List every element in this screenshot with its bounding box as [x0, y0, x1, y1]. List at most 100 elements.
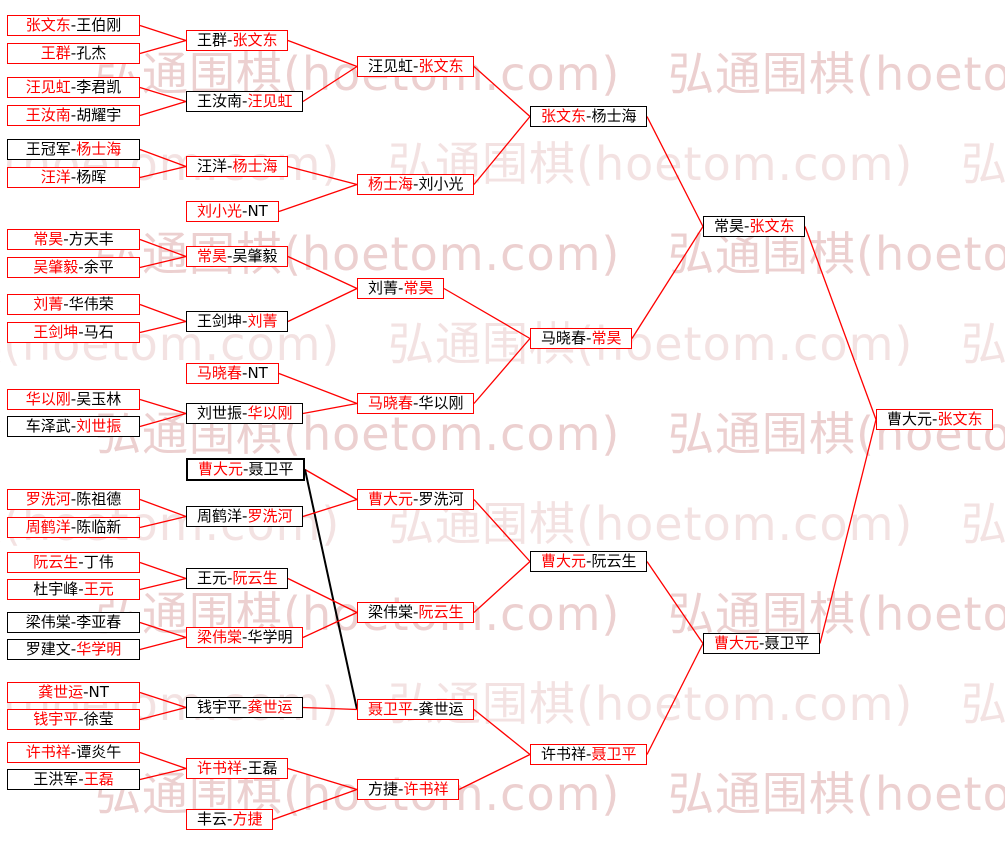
match-box: 常昊-张文东	[703, 216, 806, 237]
player1-name: 梁伟棠	[197, 628, 243, 646]
connector-line	[819, 419, 877, 644]
dash-separator: -	[242, 364, 248, 382]
player1-name: 曹大元	[198, 460, 244, 478]
match-box: 龚世运-NT	[7, 682, 140, 703]
player2-name: 龚世运	[418, 700, 464, 718]
connector-line	[139, 24, 187, 42]
match-box: 常昊-方天丰	[7, 229, 140, 250]
connector-line	[139, 165, 187, 179]
dash-separator: -	[70, 16, 77, 34]
player1-name: 曹大元	[368, 490, 414, 508]
player1-name: 马晓春	[197, 364, 243, 382]
connector-line	[473, 499, 531, 562]
player2-name: 王元	[83, 580, 114, 598]
player2-name: 吴玉林	[76, 390, 122, 408]
match-box: 王元-阮云生	[186, 568, 289, 589]
player1-name: 王洪军	[33, 770, 79, 788]
connector-line	[473, 66, 531, 117]
dash-separator: -	[242, 628, 248, 646]
player2-name: 聂卫平	[248, 460, 294, 478]
dash-separator: -	[398, 279, 404, 297]
player1-name: 聂卫平	[368, 700, 414, 718]
dash-separator: -	[586, 745, 592, 763]
dash-separator: -	[242, 698, 248, 716]
connector-line	[287, 165, 358, 186]
dash-separator: -	[759, 634, 765, 652]
player2-name: 王伯刚	[76, 16, 122, 34]
dash-separator: -	[413, 175, 419, 193]
dash-separator: -	[70, 640, 77, 658]
dash-separator: -	[242, 404, 248, 422]
dash-separator: -	[70, 44, 77, 62]
connector-line	[473, 338, 531, 404]
connector-line	[287, 577, 358, 614]
connector-line	[139, 320, 187, 334]
player2-name: 阮云生	[591, 552, 637, 570]
dash-separator: -	[227, 810, 233, 828]
match-box: 王剑坤-马石	[7, 322, 140, 343]
player1-name: 常昊	[197, 247, 228, 265]
connector-line	[139, 412, 187, 428]
player2-name: 陈祖德	[76, 490, 122, 508]
player2-name: NT	[88, 683, 109, 701]
player1-name: 王元	[197, 569, 228, 587]
player2-name: 罗洗河	[418, 490, 464, 508]
player2-name: 张文东	[937, 410, 983, 428]
match-box: 周鹤洋-罗洗河	[186, 506, 304, 527]
connector-line	[278, 183, 358, 213]
connector-line	[473, 561, 531, 613]
dash-separator: -	[242, 312, 248, 330]
player2-name: 王磊	[83, 770, 114, 788]
player2-name: 杨晖	[76, 168, 107, 186]
player2-name: 丁伟	[83, 553, 114, 571]
dash-separator: -	[70, 518, 77, 536]
player2-name: 常昊	[591, 329, 622, 347]
player1-name: 汪见虹	[25, 78, 71, 96]
player1-name: 许书祥	[541, 745, 587, 763]
connector-line	[302, 65, 358, 103]
dash-separator: -	[227, 31, 233, 49]
player2-name: 余平	[83, 258, 114, 276]
player2-name: 常昊	[403, 279, 434, 297]
match-box: 汪见虹-张文东	[357, 56, 475, 77]
player1-name: 钱宇平	[33, 710, 79, 728]
connector-line	[139, 706, 187, 721]
dash-separator: -	[78, 770, 84, 788]
player1-name: 钱宇平	[197, 698, 243, 716]
player1-name: 汪洋	[40, 168, 71, 186]
player1-name: 丰云	[197, 810, 228, 828]
connector-line	[473, 708, 531, 756]
connector-line	[139, 255, 187, 269]
player2-name: 孔杰	[76, 44, 107, 62]
match-box: 张文东-杨士海	[530, 106, 648, 127]
player1-name: 王群	[197, 31, 228, 49]
match-box: 张文东-王伯刚	[7, 15, 140, 36]
connector-line	[304, 468, 358, 501]
dash-separator: -	[70, 743, 77, 761]
match-box: 刘小光-NT	[186, 201, 279, 222]
connector-line	[139, 751, 187, 770]
player1-name: 阮云生	[33, 553, 79, 571]
match-box: 华以刚-吴玉林	[7, 389, 140, 410]
player1-name: 梁伟棠	[25, 613, 71, 631]
dash-separator: -	[78, 258, 84, 276]
match-box: 刘菁-华伟荣	[7, 294, 140, 315]
dash-separator: -	[227, 157, 233, 175]
player1-name: 龚世运	[38, 683, 84, 701]
player1-name: 周鹤洋	[25, 518, 71, 536]
player2-name: 华学明	[76, 640, 122, 658]
match-box: 王群-张文东	[186, 30, 289, 51]
connector-line	[139, 515, 187, 529]
match-box: 阮云生-丁伟	[7, 552, 140, 573]
connector-line	[287, 255, 358, 290]
player2-name: 刘世振	[76, 417, 122, 435]
player2-name: 阮云生	[232, 569, 278, 587]
match-box: 曹大元-聂卫平	[703, 633, 821, 654]
connector-line	[302, 706, 358, 711]
connector-line	[458, 753, 531, 791]
dash-separator: -	[70, 168, 77, 186]
player1-name: 罗洗河	[25, 490, 71, 508]
match-box: 曹大元-阮云生	[530, 551, 648, 572]
dash-separator: -	[586, 329, 592, 347]
player1-name: 车泽武	[25, 417, 71, 435]
